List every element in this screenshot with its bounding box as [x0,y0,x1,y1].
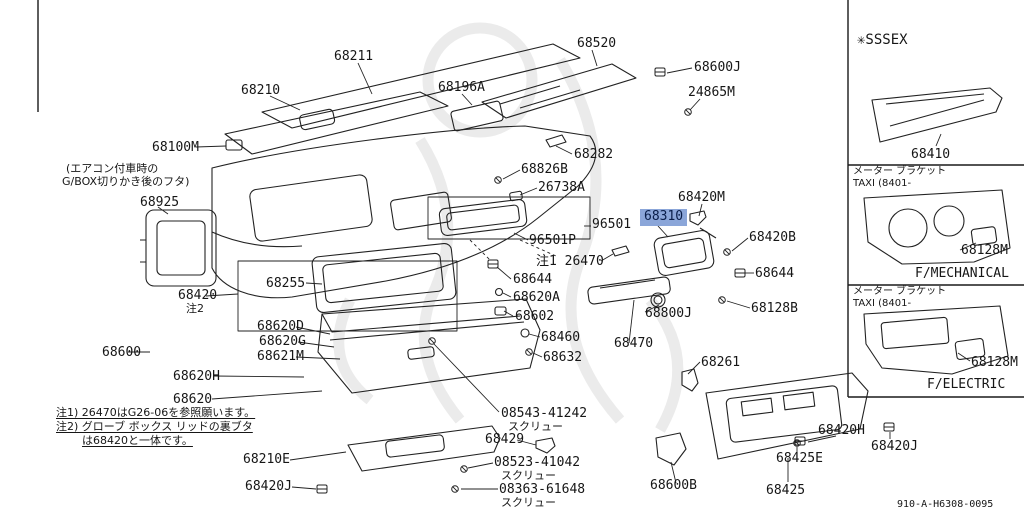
panel-title-sssex: ✳SSSEX [857,32,908,48]
ref-label-26470: 注1 26470 [536,254,604,269]
part-outlines [140,43,1011,494]
screw-caption-3: スクリュー [501,496,556,509]
part-label-68196A: 68196A [438,80,485,95]
leader-lines [128,49,977,490]
part-label-68620G: 68620G [259,334,306,349]
part-label-68211: 68211 [334,49,374,64]
part-label-68255: 68255 [266,276,306,291]
part-label-68425: 68425 [766,483,806,498]
part-label-68644-right: 68644 [755,266,795,281]
part-label-68310[interactable]: 68310 [640,209,688,226]
part-label-68460: 68460 [541,330,581,345]
panel-caption-taxi-2: TAXI (8401- [853,298,912,309]
footnote-2b: は68420と一体です。 [82,434,193,447]
panel-caption-meter-bracket-2: メーター ブラケット [853,286,947,297]
part-label-68600: 68600 [102,345,142,360]
watermark [333,22,684,433]
part-label-68210E: 68210E [243,452,290,467]
part-label-68420J-lower-left: 68420J [245,479,292,494]
screw-caption-1: スクリュー [508,420,563,433]
footnote-1: 注1) 26470はG26-06を参照願います。 [56,406,256,419]
part-label-68410: 68410 [911,147,951,162]
part-label-26738A: 26738A [538,180,585,195]
panel-caption-f-mechanical: F/MECHANICAL [915,266,1009,281]
part-label-68420: 68420 [178,288,218,303]
part-label-68520: 68520 [577,36,617,51]
part-label-68420H: 68420H [818,423,865,438]
drawing-number: 910-A-H6308-0095 [897,499,994,510]
screw-caption-2: スクリュー [501,469,556,482]
part-label-08363-61648: 08363-61648 [499,482,586,497]
part-label-68261: 68261 [701,355,741,370]
part-label-68470: 68470 [614,336,654,351]
footnote-2a: 注2) グローブ ボックス リッドの裏ブタ [56,420,253,433]
part-label-96501: 96501 [592,217,632,232]
part-label-68632: 68632 [543,350,583,365]
part-label-68282: 68282 [574,147,614,162]
note-gbox-line1: (エアコン付車時の [66,162,159,175]
part-label-08543-41242: 08543-41242 [501,406,588,421]
part-label-68602: 68602 [515,309,555,324]
part-label-68128M-electric: 68128M [971,355,1018,370]
panel-caption-taxi-1: TAXI (8401- [853,178,912,189]
part-label-68800J: 68800J [645,306,692,321]
part-label-68826B: 68826B [521,162,568,177]
note-gbox-line2: G/BOX切りかき後のフタ) [62,175,190,188]
part-label-68600B: 68600B [650,478,697,493]
part-label-68420J-right: 68420J [871,439,918,454]
part-label-68128M-mechanical: 68128M [961,243,1008,258]
panel-caption-meter-bracket-1: メーター ブラケット [853,166,947,177]
part-label-68620D: 68620D [257,319,304,334]
part-label-68210: 68210 [241,83,281,98]
part-label-68420M: 68420M [678,190,725,205]
part-label-24865M: 24865M [688,85,735,100]
part-label-68621M: 68621M [257,349,304,364]
frame-lines [37,0,1024,398]
part-label-68620H: 68620H [173,369,220,384]
part-label-68620: 68620 [173,392,213,407]
part-label-68425E: 68425E [776,451,823,466]
part-label-68420B: 68420B [749,230,796,245]
part-label-68600J: 68600J [694,60,741,75]
part-label-68644-left: 68644 [513,272,553,287]
part-label-08523-41042: 08523-41042 [494,455,581,470]
part-label-68620A: 68620A [513,290,560,305]
part-label-68100M: 68100M [152,140,199,155]
part-label-68925: 68925 [140,195,180,210]
ref-label-68420-note2: 注2 [186,302,204,315]
panel-caption-f-electric: F/ELECTRIC [927,377,1006,392]
part-label-68429: 68429 [485,432,525,447]
part-label-96501P: 96501P [529,233,576,248]
part-label-68128B: 68128B [751,301,798,316]
